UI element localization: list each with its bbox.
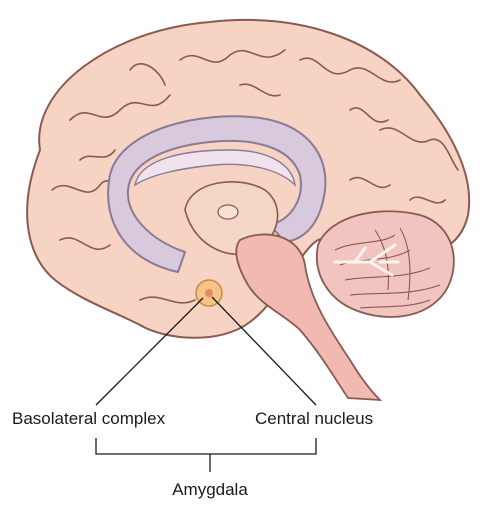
amygdala-bracket xyxy=(95,438,317,472)
basolateral-leader-line xyxy=(95,297,204,406)
arbor-vitae xyxy=(333,243,400,277)
central-leader-line xyxy=(211,296,317,406)
limbic-ring xyxy=(107,115,327,274)
central-nucleus-label: Central nucleus xyxy=(255,409,373,428)
corpus-callosum xyxy=(133,149,297,187)
amygdala-label: Amygdala xyxy=(172,480,248,499)
amygdala-central-nucleus-marker xyxy=(205,289,213,297)
basolateral-complex-label: Basolateral complex xyxy=(12,409,166,428)
gyri-pattern xyxy=(51,49,459,304)
brainstem xyxy=(235,233,383,402)
thalamus-nucleus xyxy=(217,204,239,220)
cerebellum xyxy=(316,210,455,318)
